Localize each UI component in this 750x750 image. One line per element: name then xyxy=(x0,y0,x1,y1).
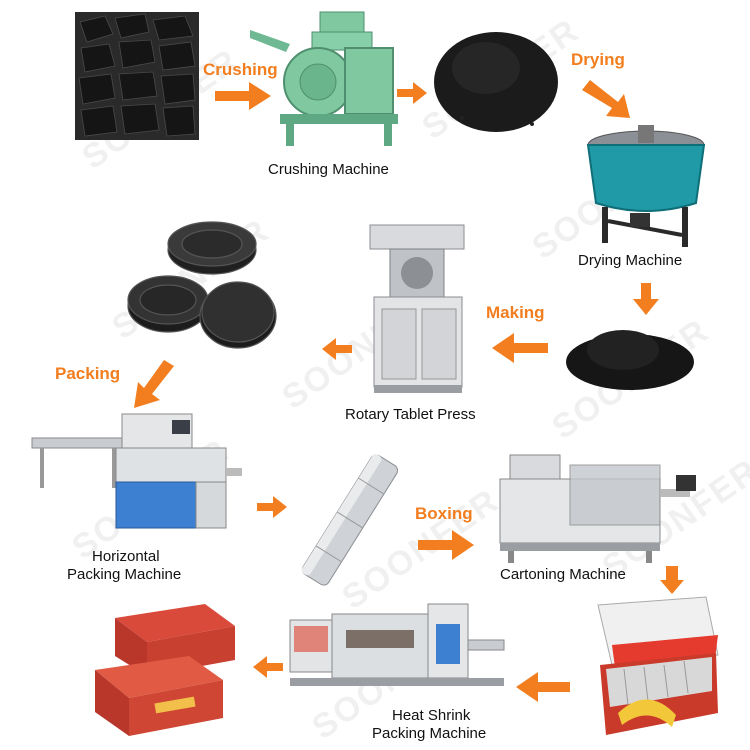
arrow-left-icon xyxy=(492,333,548,363)
arrow-left-icon xyxy=(322,338,352,360)
arrow-left-icon xyxy=(253,656,283,678)
step-label-making: Making xyxy=(486,303,545,322)
caption-heat-shrink-line2: Packing Machine xyxy=(372,725,487,742)
caption-horizontal-packing-line1: Horizontal xyxy=(92,548,160,565)
heat-shrink-packing-machine-image xyxy=(289,603,505,686)
dried-powder-image xyxy=(566,330,694,390)
caption-heat-shrink-line1: Heat Shrink xyxy=(392,707,471,724)
arrow-right-icon xyxy=(397,82,427,104)
foil-wrapped-roll-image xyxy=(301,454,399,586)
arrow-down-icon xyxy=(633,283,659,315)
step-label-crushing: Crushing xyxy=(203,60,278,79)
arrow-down-right-icon xyxy=(582,80,630,118)
arrow-right-icon xyxy=(257,496,287,518)
cartoning-machine-image xyxy=(499,454,696,563)
crushing-machine-image xyxy=(250,11,398,146)
rotary-tablet-press-image xyxy=(369,224,465,393)
caption-horizontal-packing-line2: Packing Machine xyxy=(67,566,182,583)
arrow-right-icon xyxy=(418,530,474,560)
caption-rotary-tablet-press: Rotary Tablet Press xyxy=(345,406,476,423)
caption-drying-machine: Drying Machine xyxy=(578,252,683,269)
step-label-packing: Packing xyxy=(55,364,121,383)
horizontal-packing-machine-image xyxy=(31,413,242,529)
open-display-box-image xyxy=(597,596,719,735)
arrow-down-icon xyxy=(660,566,684,594)
caption-crushing-machine: Crushing Machine xyxy=(268,161,389,178)
boxed-charcoal-image xyxy=(95,604,235,736)
charcoal-powder-image xyxy=(434,32,558,132)
charcoal-tablets-image xyxy=(127,221,277,349)
step-label-drying: Drying xyxy=(571,50,625,69)
raw-charcoal-image xyxy=(75,12,199,140)
arrow-left-icon xyxy=(516,672,570,702)
step-label-boxing: Boxing xyxy=(415,504,473,523)
arrow-right-icon xyxy=(215,82,271,110)
arrow-down-left-icon xyxy=(134,360,174,408)
drying-machine-image xyxy=(586,125,706,247)
caption-cartoning-machine: Cartoning Machine xyxy=(500,566,626,583)
